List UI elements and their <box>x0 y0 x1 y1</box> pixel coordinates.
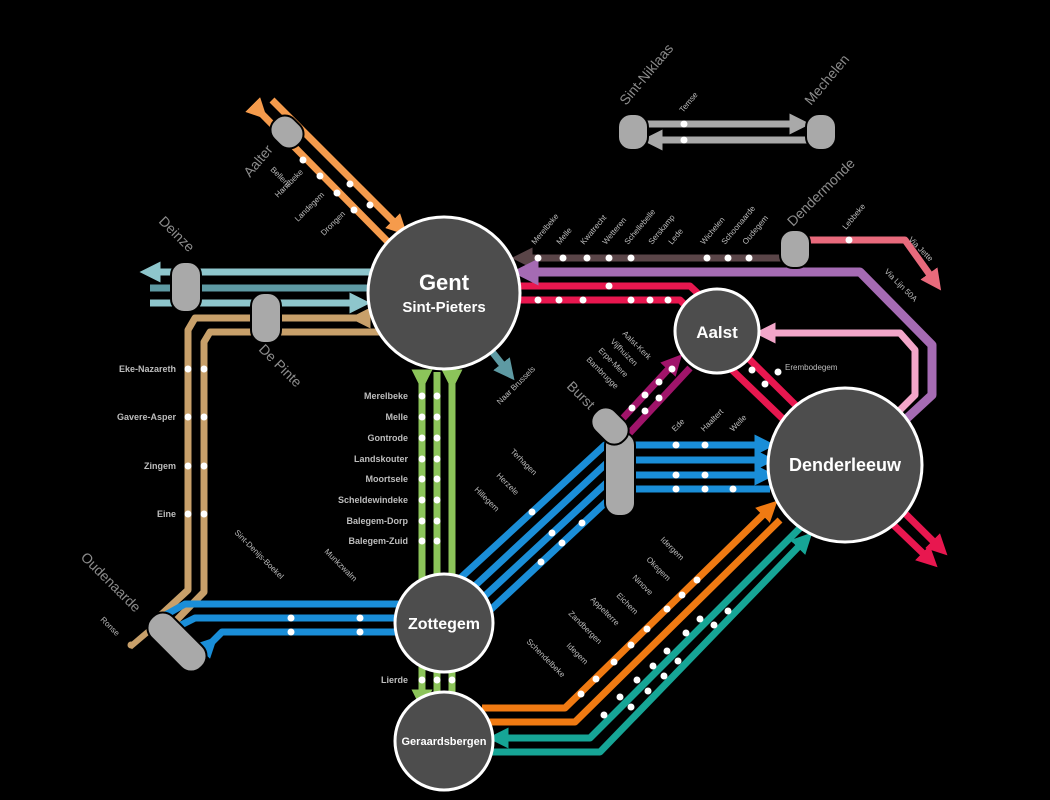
label-erembodegem: Erembodegem <box>785 363 838 372</box>
line-sea-2 <box>488 532 813 756</box>
label-terhagen: Terhagen <box>509 447 539 477</box>
capsule-mechelen <box>805 113 837 151</box>
hub-gent-line1: Gent <box>419 270 470 295</box>
label-zingem: Zingem <box>144 461 176 471</box>
hub-zottegem <box>393 572 495 674</box>
capsule-deinze <box>170 261 202 313</box>
label-temse: Temse <box>678 90 700 114</box>
label-deinze: Deinze <box>156 213 198 255</box>
label-drongen: Drongen <box>319 209 347 237</box>
terminal-capsules <box>146 113 837 673</box>
label-landegem: Landegem <box>293 190 326 223</box>
label-okegem: Okegem <box>645 555 673 583</box>
label-eke-nazareth: Eke-Nazareth <box>119 364 176 374</box>
line-dor-2 <box>485 517 783 726</box>
label-melle-s: Melle <box>385 412 408 422</box>
label-appelterre: Appelterre <box>589 595 622 628</box>
label-idegem: Idegem <box>565 641 590 666</box>
label-mechelen: Mechelen <box>801 51 852 108</box>
label-oudenaarde: Oudenaarde <box>78 549 145 616</box>
label-hillegem: Hillegem <box>473 485 502 514</box>
note-naar-brussels: Naar Brussels <box>495 365 537 407</box>
label-haaltert: Haaltert <box>699 407 726 434</box>
line-pink <box>754 322 919 413</box>
label-merelbeke-s: Merelbeke <box>364 391 408 401</box>
line-blue-ouden-3 <box>195 628 400 659</box>
label-welle: Welle <box>728 413 749 434</box>
line-sea-1 <box>487 525 803 749</box>
label-ninove: Ninove <box>631 573 655 597</box>
line-lebbeke <box>808 236 942 291</box>
hub-zottegem-label: Zottegem <box>408 616 480 633</box>
label-eine: Eine <box>157 509 176 519</box>
hub-denderleeuw-label: Denderleeuw <box>789 455 902 475</box>
hub-geraardsbergen-label: Geraardsbergen <box>402 736 487 748</box>
line-gent-oudenaarde-2 <box>159 328 390 638</box>
label-lede: Lede <box>667 226 686 246</box>
capsule-burst-top <box>590 406 630 446</box>
label-eichem: Eichem <box>615 591 640 616</box>
line-dor-1 <box>482 500 778 712</box>
label-zandbergen: Zandbergen <box>567 609 604 646</box>
hub-aalst <box>673 287 761 375</box>
label-sint-denijs-boekel: Sint-Denijs-Boekel <box>233 528 286 581</box>
label-moortsele: Moortsele <box>365 474 408 484</box>
line-gent-oudenaarde-1 <box>147 307 371 628</box>
label-aalter: Aalter <box>240 141 276 180</box>
label-balegem-dorp: Balegem-Dorp <box>346 516 408 526</box>
capsule-dendermonde <box>779 229 811 269</box>
label-ede: Ede <box>670 417 687 434</box>
hub-geraardsbergen <box>393 690 495 792</box>
line-magenta-2 <box>622 365 693 441</box>
capsule-sint-niklaas <box>617 113 649 151</box>
hub-gent <box>366 215 522 371</box>
label-idergem: Idergem <box>659 535 686 562</box>
label-lierde: Lierde <box>381 675 408 685</box>
hub-gent-line2: Sint-Pieters <box>402 299 485 316</box>
label-lebbeke: Lebbeke <box>841 202 868 232</box>
label-munkzwalm: Munkzwalm <box>323 547 359 583</box>
label-burst: Burst <box>564 378 598 412</box>
label-de-pinte: De Pinte <box>256 341 305 390</box>
line-purple <box>511 258 937 424</box>
label-ronse: Ronse <box>99 615 122 638</box>
label-gavere-asper: Gavere-Asper <box>117 412 177 422</box>
capsule-aalter <box>269 114 305 150</box>
hubs: Gent Sint-Pieters Aalst Denderleeuw Zott… <box>366 215 924 792</box>
hub-aalst-label: Aalst <box>696 323 738 342</box>
label-melle-n: Melle <box>555 225 575 246</box>
capsule-de-pinte <box>250 292 282 344</box>
label-landskouter: Landskouter <box>354 454 409 464</box>
label-herzele: Herzele <box>495 471 521 497</box>
hub-denderleeuw <box>766 386 924 544</box>
capsule-oudenaarde <box>146 611 208 673</box>
label-scheldewindeke: Scheldewindeke <box>338 495 408 505</box>
line-blue-ouden-2 <box>173 614 400 632</box>
station-dots <box>127 120 853 719</box>
label-sint-niklaas: Sint-Niklaas <box>616 40 676 108</box>
label-schendelbeke: Schendelbeke <box>525 637 568 680</box>
label-balegem-zuid: Balegem-Zuid <box>348 536 408 546</box>
label-gontrode: Gontrode <box>368 433 409 443</box>
